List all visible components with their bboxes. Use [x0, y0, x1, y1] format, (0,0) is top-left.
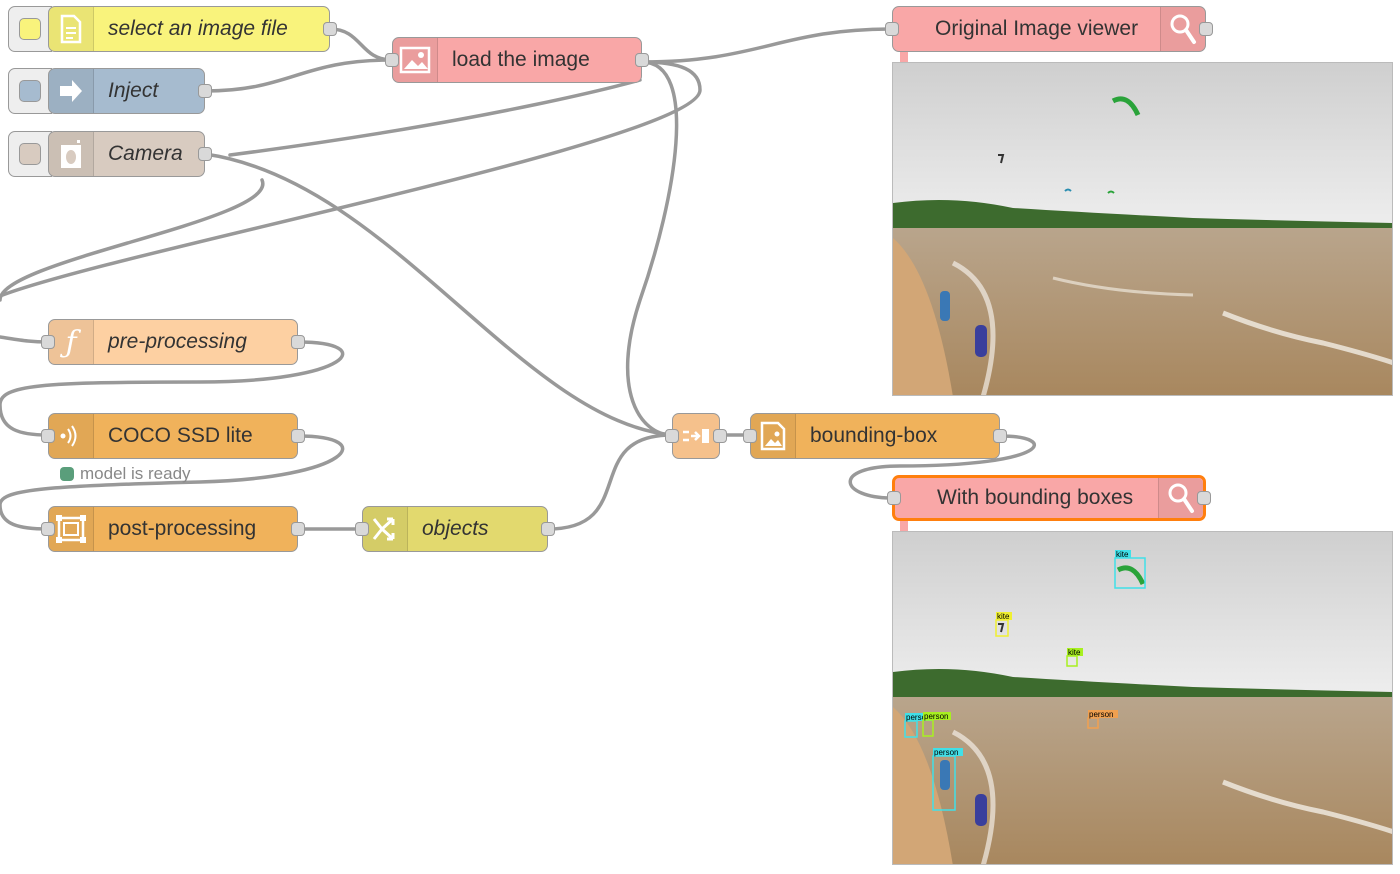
- wire[interactable]: [848, 434, 1037, 500]
- camera-node[interactable]: Camera: [48, 131, 212, 177]
- input-port[interactable]: [885, 22, 899, 36]
- node-label: bounding-box: [810, 424, 938, 447]
- output-port[interactable]: [323, 22, 337, 36]
- status-text: model is ready: [80, 464, 191, 483]
- arrow-right-icon: [49, 69, 94, 113]
- wire[interactable]: [0, 340, 345, 437]
- output-port[interactable]: [713, 429, 727, 443]
- detection-label: person: [934, 748, 958, 757]
- shuffle-icon: [363, 507, 408, 551]
- node-label: COCO SSD lite: [108, 424, 253, 447]
- node-status: model is ready: [60, 464, 191, 484]
- node-label: objects: [422, 517, 489, 540]
- wire[interactable]: [228, 78, 642, 157]
- wire[interactable]: [203, 58, 394, 93]
- input-port[interactable]: [385, 53, 399, 67]
- bounding-boxes-viewer-node[interactable]: With bounding boxes: [887, 475, 1211, 521]
- detection-box: person: [932, 748, 963, 811]
- status-stub: [900, 521, 908, 531]
- wire[interactable]: [0, 60, 702, 298]
- node-label: post-processing: [108, 517, 257, 540]
- node-label: load the image: [452, 48, 590, 71]
- function-icon: ƒ: [49, 320, 94, 364]
- image-icon: [393, 38, 438, 82]
- magnifier-icon[interactable]: [1160, 7, 1205, 51]
- wire[interactable]: [625, 60, 679, 437]
- node-label: pre-processing: [108, 330, 247, 353]
- node-label: Inject: [108, 79, 159, 102]
- detection-box: kite: [995, 612, 1012, 637]
- bounding-box-image-preview: kite kite kite person person person: [892, 531, 1393, 865]
- output-port[interactable]: [198, 147, 212, 161]
- beach-photo-annotated: kite kite kite person person person: [893, 532, 1392, 864]
- detection-label: person: [906, 713, 930, 722]
- post-processing-node[interactable]: post-processing: [41, 506, 305, 552]
- detection-label: person: [924, 712, 948, 721]
- wire[interactable]: [0, 434, 345, 531]
- node-label: select an image file: [108, 17, 288, 40]
- detection-label: person: [1089, 710, 1113, 719]
- join-icon: [673, 426, 719, 446]
- detection-box: kite: [1066, 648, 1083, 667]
- wire[interactable]: [546, 433, 674, 531]
- file-icon: [49, 7, 94, 51]
- tensorflow-icon: [49, 414, 94, 458]
- load-image-node[interactable]: load the image: [385, 37, 649, 83]
- wire[interactable]: [203, 152, 674, 437]
- node-label: With bounding boxes: [937, 486, 1134, 509]
- input-port[interactable]: [743, 429, 757, 443]
- output-port[interactable]: [291, 522, 305, 536]
- bounding-box-node[interactable]: bounding-box: [743, 413, 1007, 459]
- node-label: Original Image viewer: [935, 17, 1139, 40]
- output-port[interactable]: [635, 53, 649, 67]
- camera-icon: [49, 132, 94, 176]
- input-port[interactable]: [665, 429, 679, 443]
- output-port[interactable]: [291, 429, 305, 443]
- detection-box: person: [904, 713, 933, 738]
- inject-node[interactable]: Inject: [48, 68, 212, 114]
- beach-photo: [893, 63, 1392, 395]
- output-port[interactable]: [198, 84, 212, 98]
- detection-box: kite: [1114, 550, 1146, 589]
- magnifier-icon[interactable]: [1158, 478, 1203, 518]
- node-label: Camera: [108, 142, 183, 165]
- output-port[interactable]: [1197, 491, 1211, 505]
- input-port[interactable]: [355, 522, 369, 536]
- output-port[interactable]: [541, 522, 555, 536]
- detection-box: person: [1087, 710, 1118, 729]
- pre-processing-node[interactable]: ƒ pre-processing: [41, 319, 305, 365]
- input-port[interactable]: [41, 522, 55, 536]
- input-port[interactable]: [41, 429, 55, 443]
- original-image-preview: [892, 62, 1393, 396]
- wire[interactable]: [328, 27, 394, 62]
- detection-label: kite: [1116, 550, 1129, 559]
- coco-ssd-lite-node[interactable]: COCO SSD lite: [41, 413, 305, 459]
- inject-trigger-button[interactable]: [8, 68, 52, 114]
- status-stub: [900, 52, 908, 62]
- input-port[interactable]: [887, 491, 901, 505]
- status-dot-icon: [60, 467, 74, 481]
- detection-box: person: [922, 712, 951, 737]
- camera-trigger-button[interactable]: [8, 131, 52, 177]
- objects-node[interactable]: objects: [355, 506, 555, 552]
- input-port[interactable]: [41, 335, 55, 349]
- image-icon: [751, 414, 796, 458]
- output-port[interactable]: [1199, 22, 1213, 36]
- detection-label: kite: [1068, 648, 1081, 657]
- bbox-icon: [49, 507, 94, 551]
- output-port[interactable]: [291, 335, 305, 349]
- wire[interactable]: [0, 178, 265, 302]
- wire[interactable]: [640, 27, 894, 64]
- detection-label: kite: [997, 612, 1010, 621]
- output-port[interactable]: [993, 429, 1007, 443]
- original-image-viewer-node[interactable]: Original Image viewer: [885, 6, 1213, 52]
- join-node[interactable]: [665, 413, 727, 459]
- select-file-trigger-button[interactable]: [8, 6, 52, 52]
- select-image-file-node[interactable]: select an image file: [48, 6, 337, 52]
